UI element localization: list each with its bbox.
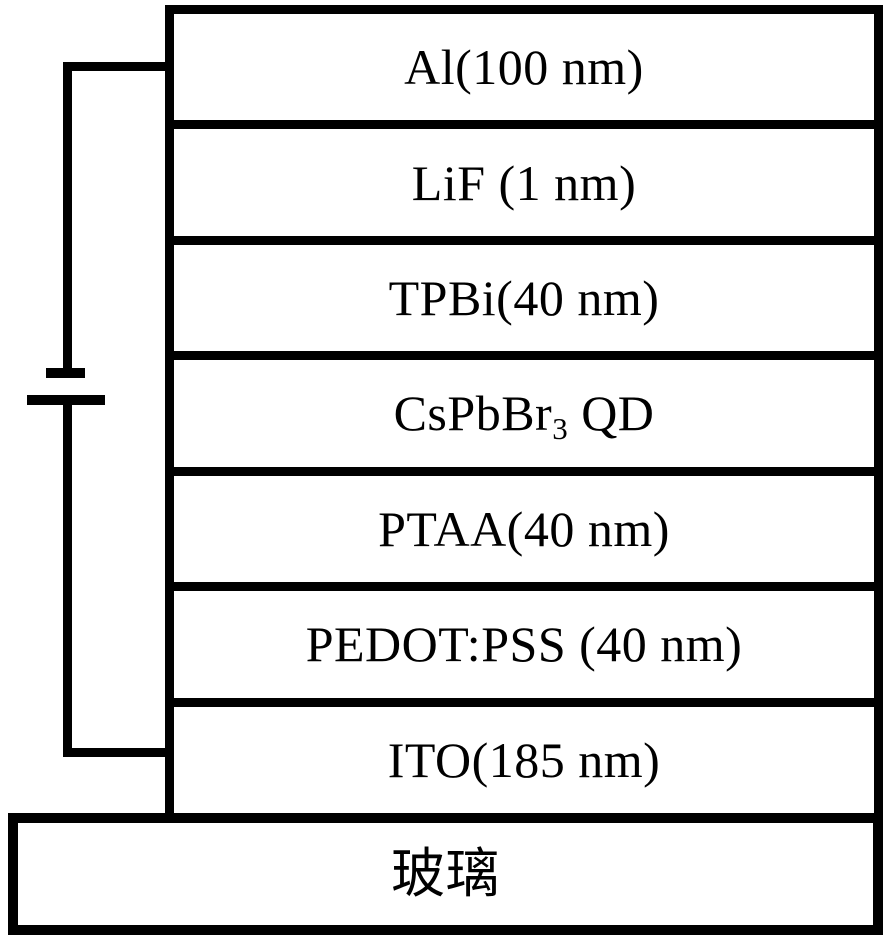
layer-pedot-pss-label: PEDOT:PSS (40 nm)	[305, 616, 743, 673]
layer-al: Al(100 nm)	[174, 14, 874, 130]
layer-pedot-pss: PEDOT:PSS (40 nm)	[174, 591, 874, 707]
layer-tpbi-label: TPBi(40 nm)	[388, 270, 660, 327]
layer-ptaa-label: PTAA(40 nm)	[378, 500, 670, 557]
battery-negative-plate-icon	[46, 368, 85, 378]
wire-vertical-lower	[63, 405, 72, 757]
wire-top-horizontal	[63, 62, 169, 71]
wire-vertical-upper	[63, 62, 72, 373]
layer-cspbbr3-qd-label-pre: CsPbBr	[393, 385, 553, 442]
substrate-glass: 玻璃	[8, 813, 883, 935]
wire-bottom-horizontal	[63, 748, 169, 757]
layer-ito-label: ITO(185 nm)	[387, 731, 661, 788]
layer-stack: Al(100 nm) LiF (1 nm) TPBi(40 nm) CsPbBr…	[165, 5, 883, 813]
layer-lif-label: LiF (1 nm)	[411, 154, 637, 211]
layer-cspbbr3-qd-label-post: QD	[568, 385, 655, 442]
substrate-glass-label: 玻璃	[391, 844, 500, 904]
layer-ptaa: PTAA(40 nm)	[174, 475, 874, 592]
layer-cspbbr3-qd-label: CsPbBr3 QD	[393, 385, 655, 444]
layer-al-label: Al(100 nm)	[404, 39, 644, 96]
battery-positive-plate-icon	[27, 395, 105, 405]
layer-cspbbr3-qd: CsPbBr3 QD	[174, 360, 874, 476]
layer-cspbbr3-qd-label-subscript: 3	[552, 411, 569, 447]
layer-lif: LiF (1 nm)	[174, 129, 874, 245]
layer-ito: ITO(185 nm)	[174, 706, 874, 813]
layer-tpbi: TPBi(40 nm)	[174, 244, 874, 361]
